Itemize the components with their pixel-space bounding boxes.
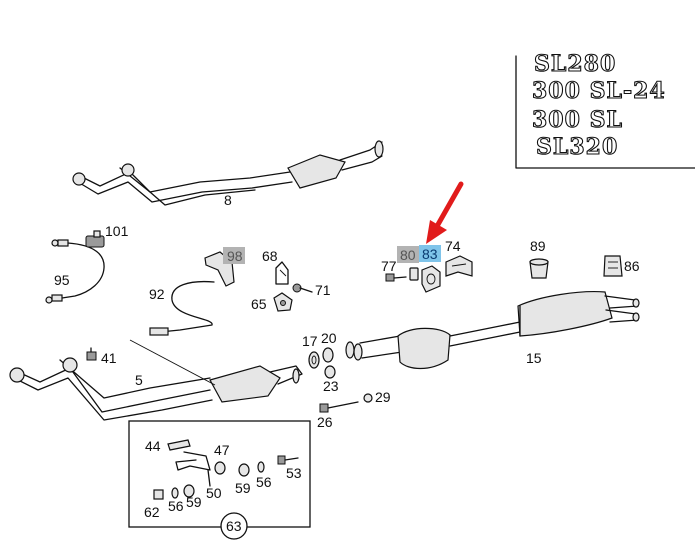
- bolt-26[interactable]: [319, 401, 359, 413]
- bolt-53[interactable]: [277, 455, 299, 465]
- label-56a[interactable]: 56: [256, 474, 272, 490]
- pointer-arrow: [426, 181, 464, 244]
- badge-bg-80: [397, 246, 419, 263]
- nut-29[interactable]: [363, 393, 373, 403]
- oxygen-sensor-95[interactable]: [45, 239, 105, 304]
- label-44[interactable]: 44: [145, 438, 161, 454]
- model-name-2: 300 SL-24: [532, 78, 666, 104]
- model-panel: SL280 300 SL-24 300 SL SL320: [515, 50, 695, 169]
- model-name-4: SL320: [536, 134, 618, 160]
- label-47[interactable]: 47: [214, 442, 230, 458]
- badge-bg-83-selected: [419, 245, 441, 262]
- label-17[interactable]: 17: [302, 333, 318, 349]
- label-59b[interactable]: 59: [186, 494, 202, 510]
- front-pipe-upper[interactable]: [72, 140, 384, 206]
- bolt-71[interactable]: [292, 283, 313, 293]
- badge-bg-98: [223, 247, 245, 264]
- bushing-59b[interactable]: [183, 484, 195, 498]
- washer-56b[interactable]: [171, 487, 179, 499]
- label-68[interactable]: 68: [262, 248, 278, 264]
- label-95[interactable]: 95: [54, 272, 70, 288]
- label-62[interactable]: 62: [144, 504, 160, 520]
- mount-65[interactable]: [273, 292, 293, 312]
- bracket-68[interactable]: [275, 261, 289, 285]
- inset-frame: [128, 420, 311, 528]
- bolt-77[interactable]: [385, 273, 407, 282]
- nut-kit-47[interactable]: [214, 461, 226, 475]
- label-98[interactable]: 98: [227, 248, 243, 264]
- label-83[interactable]: 83: [422, 246, 438, 262]
- label-56b[interactable]: 56: [168, 498, 184, 514]
- label-65[interactable]: 65: [251, 296, 267, 312]
- rubber-buffer-89[interactable]: [529, 258, 549, 279]
- label-89[interactable]: 89: [530, 238, 546, 254]
- label-29[interactable]: 29: [375, 389, 391, 405]
- label-23[interactable]: 23: [323, 378, 339, 394]
- label-41[interactable]: 41: [101, 350, 117, 366]
- front-pipe-lower[interactable]: [9, 339, 303, 421]
- label-8[interactable]: 8: [224, 192, 232, 208]
- model-panel-frame: [515, 55, 695, 169]
- label-77[interactable]: 77: [381, 258, 397, 274]
- rubber-mount-83[interactable]: [421, 265, 441, 293]
- label-74[interactable]: 74: [445, 238, 461, 254]
- label-53[interactable]: 53: [286, 465, 302, 481]
- gasket-17[interactable]: [308, 351, 320, 369]
- label-26[interactable]: 26: [317, 414, 333, 430]
- mounting-kit-inset: [128, 420, 311, 540]
- label-92[interactable]: 92: [149, 286, 165, 302]
- gasket-20[interactable]: [322, 347, 334, 363]
- label-101[interactable]: 101: [105, 223, 129, 239]
- bolt-41[interactable]: [86, 347, 97, 361]
- label-20[interactable]: 20: [321, 330, 337, 346]
- model-name-3: 300 SL: [532, 107, 623, 133]
- bracket-74[interactable]: [445, 255, 473, 277]
- bracket-44[interactable]: [167, 439, 191, 451]
- label-50[interactable]: 50: [206, 485, 222, 501]
- label-86[interactable]: 86: [624, 258, 640, 274]
- rear-muffler-15[interactable]: [517, 291, 640, 337]
- label-71[interactable]: 71: [315, 282, 331, 298]
- label-15[interactable]: 15: [526, 350, 542, 366]
- model-name-1: SL280: [534, 51, 616, 77]
- clamp-23[interactable]: [324, 365, 336, 379]
- hanger-86[interactable]: [603, 255, 623, 277]
- kit-badge-63[interactable]: [220, 512, 248, 540]
- middle-silencer[interactable]: [345, 321, 521, 370]
- nut-80[interactable]: [409, 267, 419, 281]
- bushing-59a[interactable]: [238, 463, 250, 477]
- label-59a[interactable]: 59: [235, 480, 251, 496]
- strap-47-50[interactable]: [175, 451, 211, 487]
- washer-56a[interactable]: [257, 461, 265, 473]
- label-63[interactable]: 63: [226, 518, 242, 534]
- label-5[interactable]: 5: [135, 372, 143, 388]
- label-80[interactable]: 80: [400, 247, 416, 263]
- nut-62[interactable]: [153, 489, 164, 500]
- sensor-clip-101[interactable]: [85, 230, 105, 248]
